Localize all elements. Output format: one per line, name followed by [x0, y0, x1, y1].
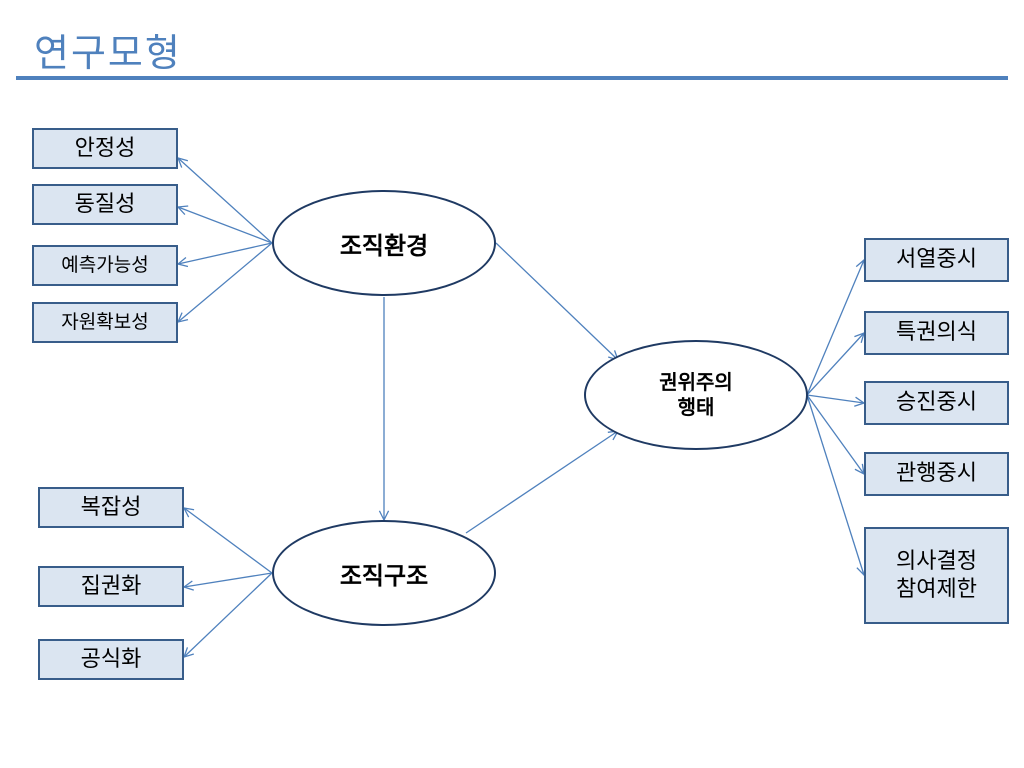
factor-resource-securing: 자원확보성 [32, 302, 178, 343]
factor-label: 집권화 [80, 573, 142, 599]
arrow-struct-formalization [184, 572, 273, 657]
node-authoritarian-behavior: 권위주의 행태 [584, 340, 808, 450]
outcome-rank-emphasis: 서열중시 [864, 238, 1009, 282]
node-organizational-environment: 조직환경 [272, 190, 496, 296]
arrow-struct-to-behavior [465, 431, 618, 534]
arrow-env-homogeneity [178, 207, 273, 244]
factor-label: 안정성 [74, 135, 136, 161]
title-divider [16, 76, 1008, 80]
node-label: 조직구조 [339, 561, 429, 590]
arrow-env-stability [178, 158, 273, 244]
outcome-privilege: 특권의식 [864, 311, 1009, 355]
factor-centralization: 집권화 [38, 566, 184, 607]
outcome-label: 승진중시 [896, 390, 977, 416]
outcome-label-line2: 참여제한 [896, 576, 977, 602]
arrow-env-predictability [178, 242, 273, 264]
factor-formalization: 공식화 [38, 639, 184, 680]
node-label-line2: 행태 [677, 395, 715, 419]
factor-stability: 안정성 [32, 128, 178, 169]
factor-label: 동질성 [74, 191, 136, 217]
factor-predictability: 예측가능성 [32, 245, 178, 286]
arrow-env-to-behavior [495, 242, 618, 360]
arrow-behavior-promotion [806, 394, 864, 403]
node-label-line1: 권위주의 [659, 370, 733, 394]
outcome-label: 서열중시 [896, 247, 977, 273]
factor-homogeneity: 동질성 [32, 184, 178, 225]
outcome-label-line1: 의사결정 [896, 549, 977, 574]
outcome-label: 관행중시 [896, 461, 977, 487]
arrow-behavior-rank [806, 260, 864, 396]
factor-label: 자원확보성 [61, 310, 149, 333]
outcome-participation-limit: 의사결정 참여제한 [864, 527, 1009, 624]
arrow-behavior-privilege [806, 333, 864, 396]
arrow-behavior-practice [806, 394, 864, 474]
factor-label: 예측가능성 [61, 253, 149, 276]
node-organizational-structure: 조직구조 [272, 520, 496, 626]
arrow-struct-centralization [184, 572, 273, 587]
arrow-env-resource [178, 242, 273, 322]
arrow-struct-complexity [184, 508, 273, 574]
page-title: 연구모형 [34, 31, 182, 75]
node-label: 조직환경 [339, 231, 429, 260]
factor-label: 공식화 [80, 646, 142, 672]
outcome-label: 특권의식 [896, 320, 977, 346]
outcome-practice-emphasis: 관행중시 [864, 452, 1009, 496]
arrow-behavior-participation [806, 394, 864, 575]
factor-label: 복잡성 [80, 494, 142, 520]
factor-complexity: 복잡성 [38, 487, 184, 528]
outcome-promotion-emphasis: 승진중시 [864, 381, 1009, 425]
